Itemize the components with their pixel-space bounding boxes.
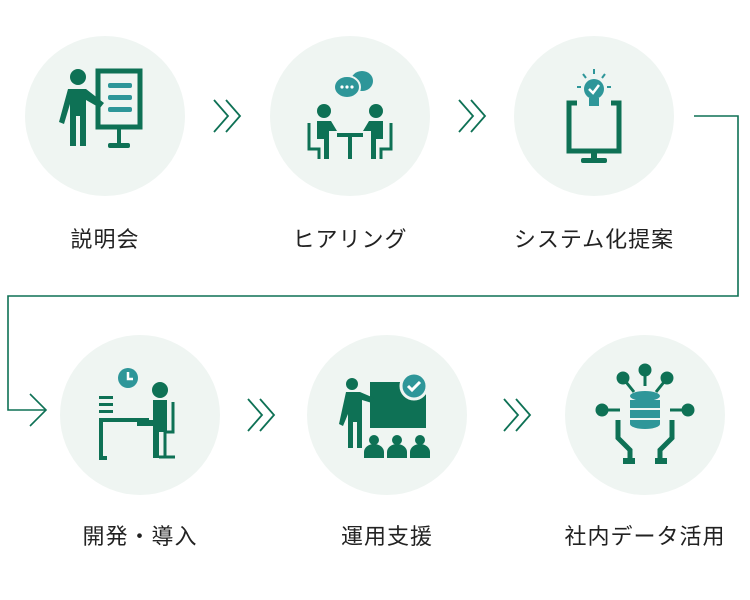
step-3-label: システム化提案 bbox=[513, 228, 675, 253]
double-chevron-icon bbox=[503, 398, 532, 432]
step-4-label: 開発・導入 bbox=[82, 525, 198, 550]
step-5-circle bbox=[307, 335, 467, 495]
step-6-label: 社内データ活用 bbox=[564, 525, 726, 550]
monitor-idea-icon bbox=[566, 69, 622, 163]
step-4-circle bbox=[60, 335, 220, 495]
step-2-label: ヒアリング bbox=[292, 228, 408, 253]
training-support-icon bbox=[339, 371, 430, 458]
double-chevron-icon bbox=[247, 398, 276, 432]
step-6-circle bbox=[565, 335, 725, 495]
double-chevron-icon bbox=[213, 99, 242, 133]
step-2-circle bbox=[270, 36, 430, 196]
presentation-board-icon bbox=[59, 68, 143, 148]
step-3-circle bbox=[514, 36, 674, 196]
step-5-label: 運用支援 bbox=[340, 525, 433, 550]
developer-desk-icon bbox=[99, 368, 175, 460]
data-hands-icon bbox=[595, 363, 695, 464]
step-1-circle bbox=[25, 36, 185, 196]
double-chevron-icon bbox=[458, 99, 487, 133]
step-1-label: 説明会 bbox=[70, 228, 140, 253]
meeting-conversation-icon bbox=[307, 71, 393, 159]
